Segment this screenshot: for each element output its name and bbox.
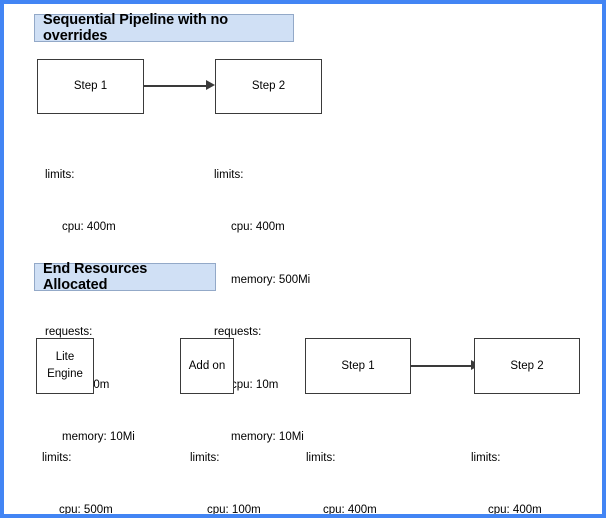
- requests-label: requests:: [45, 326, 93, 339]
- limits-memory: memory: 500Mi: [231, 273, 311, 286]
- limits-label: limits:: [214, 168, 244, 181]
- section-header-sequential-pipeline: Sequential Pipeline with no overrides: [34, 12, 294, 44]
- node-step-1-top[interactable]: Step 1: [37, 59, 144, 114]
- resource-block-add-on: limits: cpu: 100m memory: 100Mi requests…: [190, 415, 286, 517]
- limits-cpu: cpu: 400m: [231, 221, 285, 234]
- requests-label: requests:: [214, 326, 262, 339]
- node-add-on[interactable]: Add on: [180, 338, 234, 394]
- limits-cpu: cpu: 400m: [488, 504, 542, 517]
- arrow-line-top: [144, 85, 208, 87]
- node-step-2-top[interactable]: Step 2: [215, 59, 322, 114]
- node-step-1-bottom[interactable]: Step 1: [305, 338, 411, 394]
- node-step-2-bottom[interactable]: Step 2: [474, 338, 580, 394]
- limits-label: limits:: [190, 451, 220, 464]
- section-header-end-resources-allocated: End Resources Allocated: [34, 261, 216, 293]
- limits-cpu: cpu: 400m: [323, 504, 377, 517]
- resource-block-step-1-bottom: limits: cpu: 400m memory: 500Mi requests…: [306, 415, 402, 517]
- resource-block-step-2-top: limits: cpu: 400m memory: 500Mi requests…: [214, 132, 310, 481]
- node-lite-engine[interactable]: Lite Engine: [36, 338, 94, 394]
- limits-cpu: cpu: 500m: [59, 504, 113, 517]
- limits-cpu: cpu: 100m: [207, 504, 261, 517]
- limits-label: limits:: [306, 451, 336, 464]
- limits-cpu: cpu: 400m: [62, 221, 116, 234]
- requests-cpu: cpu: 10m: [231, 378, 279, 391]
- requests-memory: memory: 10Mi: [62, 430, 135, 443]
- limits-label: limits:: [42, 451, 72, 464]
- requests-memory: memory: 10Mi: [231, 430, 304, 443]
- arrow-line-bottom: [411, 365, 473, 367]
- resource-block-lite-engine: limits: cpu: 500m memory: 600Mi requests…: [42, 415, 138, 517]
- resource-block-step-2-bottom: limits: cpu: 400m memory: 500Mi requests…: [471, 415, 567, 517]
- arrow-head-icon-top: [206, 80, 215, 90]
- limits-label: limits:: [471, 451, 501, 464]
- limits-label: limits:: [45, 168, 75, 181]
